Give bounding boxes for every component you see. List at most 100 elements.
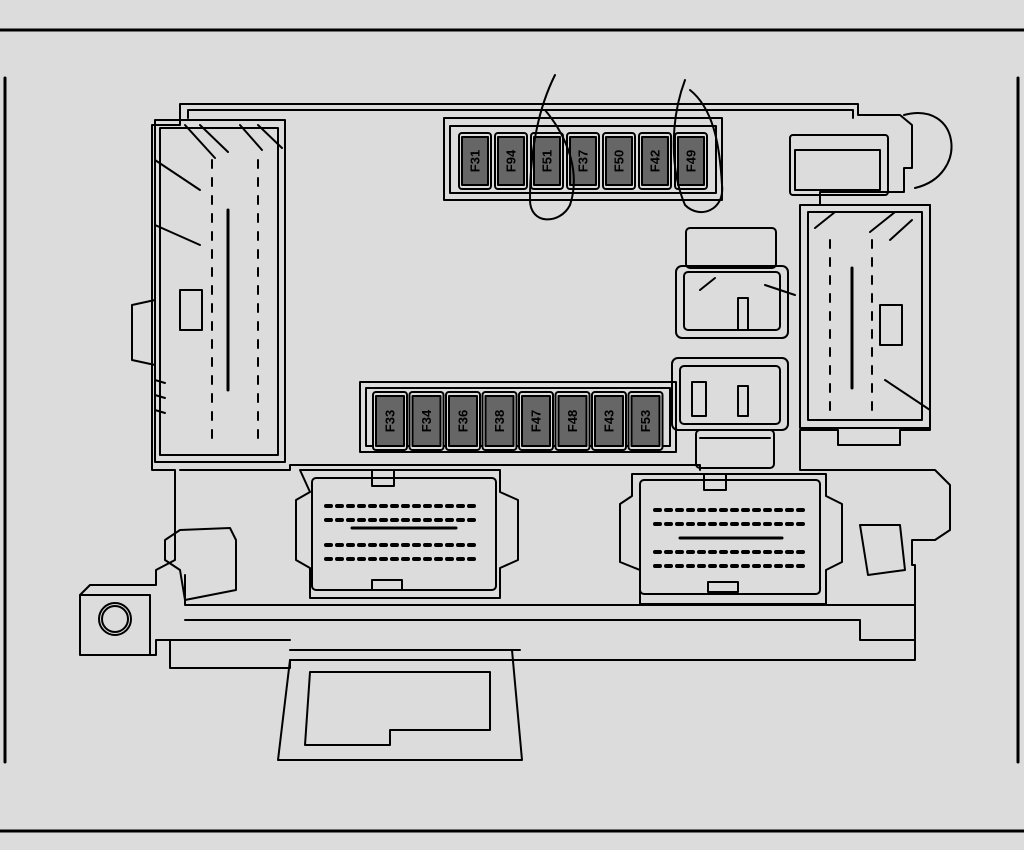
bl-connector-bottom-key xyxy=(371,579,403,591)
left-connector-latches xyxy=(184,124,283,159)
br-connector-outer xyxy=(619,473,843,605)
relay-upper-blade xyxy=(737,297,749,331)
fuse-label: F94 xyxy=(504,149,519,172)
fuse-f49: F49 xyxy=(674,132,708,190)
wire-loop-left xyxy=(529,74,575,221)
top-right-cover-outer xyxy=(789,134,889,196)
relay-lower-inner xyxy=(679,365,781,425)
fuse-body xyxy=(630,395,661,447)
fuse-body xyxy=(448,395,478,447)
fuse-f34: F34 xyxy=(408,391,445,451)
br-connector-top-key xyxy=(703,473,727,491)
right-top-rounded-boss xyxy=(903,112,953,189)
fuse-f33: F33 xyxy=(372,391,408,451)
relay-lower-blade-left xyxy=(691,381,707,417)
relay-lower-foot xyxy=(695,429,775,469)
bl-connector-face xyxy=(311,477,497,591)
lower-fuse-row: F33 F34 F36 F38 F47 F48 F43 F53 xyxy=(372,391,664,451)
mounting-tab xyxy=(79,594,151,656)
fuse-body xyxy=(641,136,669,186)
fuse-body xyxy=(497,136,525,186)
relay-lower-outer xyxy=(671,357,789,431)
fuse-f43: F43 xyxy=(591,391,627,451)
right-connector xyxy=(799,204,931,429)
relay-upper-cap xyxy=(685,227,777,269)
relay-upper-inner xyxy=(683,271,781,331)
relay-socket-upper xyxy=(675,227,796,339)
relay-upper-outer xyxy=(675,265,789,339)
fuse-body xyxy=(375,395,405,447)
fuse-f42: F42 xyxy=(638,132,672,190)
lower-fuse-block xyxy=(359,381,677,453)
right-connector-key xyxy=(879,304,903,346)
fuse-f53: F53 xyxy=(627,391,664,451)
fuse-f51: F51 xyxy=(530,132,564,190)
fuse-f94: F94 xyxy=(494,132,528,190)
fuse-label: F37 xyxy=(576,150,591,172)
left-connector-body xyxy=(154,119,286,463)
housing xyxy=(79,103,953,669)
right-connector-latches xyxy=(814,211,913,241)
fuse-body xyxy=(484,395,515,447)
bl-connector-outer xyxy=(295,469,519,599)
upper-fuse-row: F31 F94 F51 F37 F50 F42 F49 xyxy=(458,132,708,190)
fuse-body xyxy=(461,136,489,186)
fuse-f31: F31 xyxy=(458,132,492,190)
fuse-f50: F50 xyxy=(602,132,636,190)
fuse-label: F31 xyxy=(468,150,483,172)
lower-rails xyxy=(184,574,916,641)
fuse-body xyxy=(411,395,442,447)
fuse-f36: F36 xyxy=(445,391,481,451)
mounting-tab-outline xyxy=(79,594,151,656)
fuse-label: F43 xyxy=(602,410,617,432)
fuse-f48: F48 xyxy=(554,391,591,451)
fuse-f47: F47 xyxy=(518,391,554,451)
housing-outline xyxy=(79,103,951,669)
left-connector-teeth xyxy=(154,379,166,414)
relay-upper-terminals xyxy=(699,277,796,296)
right-connector-rib xyxy=(884,379,931,411)
fuse-body xyxy=(605,136,633,186)
right-connector-body xyxy=(799,204,931,429)
fuse-body xyxy=(677,136,705,186)
br-connector-face xyxy=(639,479,821,595)
right-side-clip xyxy=(859,524,906,576)
br-connector-bottom-key xyxy=(707,581,739,593)
lower-fuse-block-outline xyxy=(359,381,677,453)
left-connector-inner xyxy=(159,127,279,456)
fuse-label: F36 xyxy=(456,410,471,432)
left-connector xyxy=(131,119,286,463)
bottom-left-connector xyxy=(295,469,519,599)
bl-connector-top-key xyxy=(371,469,395,487)
inner-lower-edge xyxy=(179,464,701,471)
left-connector-key xyxy=(179,289,203,331)
upper-fuse-block-outline xyxy=(443,117,723,201)
right-connector-inner xyxy=(807,211,923,421)
top-right-cover-inner xyxy=(794,149,881,191)
bottom-right-connector xyxy=(619,473,843,605)
left-connector-ribs xyxy=(154,159,201,246)
fuse-label: F42 xyxy=(648,150,663,172)
fuse-label: F38 xyxy=(492,410,507,432)
pull-tab-recess xyxy=(304,671,491,746)
left-side-clip xyxy=(164,527,237,601)
mounting-hole-inner xyxy=(101,605,129,633)
bottom-pull-tab xyxy=(277,649,523,761)
fuse-f38: F38 xyxy=(481,391,518,451)
fuse-body xyxy=(533,136,561,186)
fuse-label: F33 xyxy=(383,410,398,432)
fuse-label: F53 xyxy=(638,410,653,432)
fuse-label: F34 xyxy=(419,409,434,432)
frame xyxy=(0,28,1024,833)
housing-top-ridge xyxy=(187,109,854,119)
bottom-rail xyxy=(169,639,521,651)
lower-fuse-block-inner xyxy=(365,387,671,447)
upper-fuse-block xyxy=(443,117,723,201)
wire-loops xyxy=(529,74,724,221)
upper-fuse-block-inner xyxy=(449,125,717,194)
side-clips xyxy=(164,524,906,601)
relay-lower-blade-right xyxy=(737,385,749,417)
fuse-label: F47 xyxy=(529,410,544,432)
